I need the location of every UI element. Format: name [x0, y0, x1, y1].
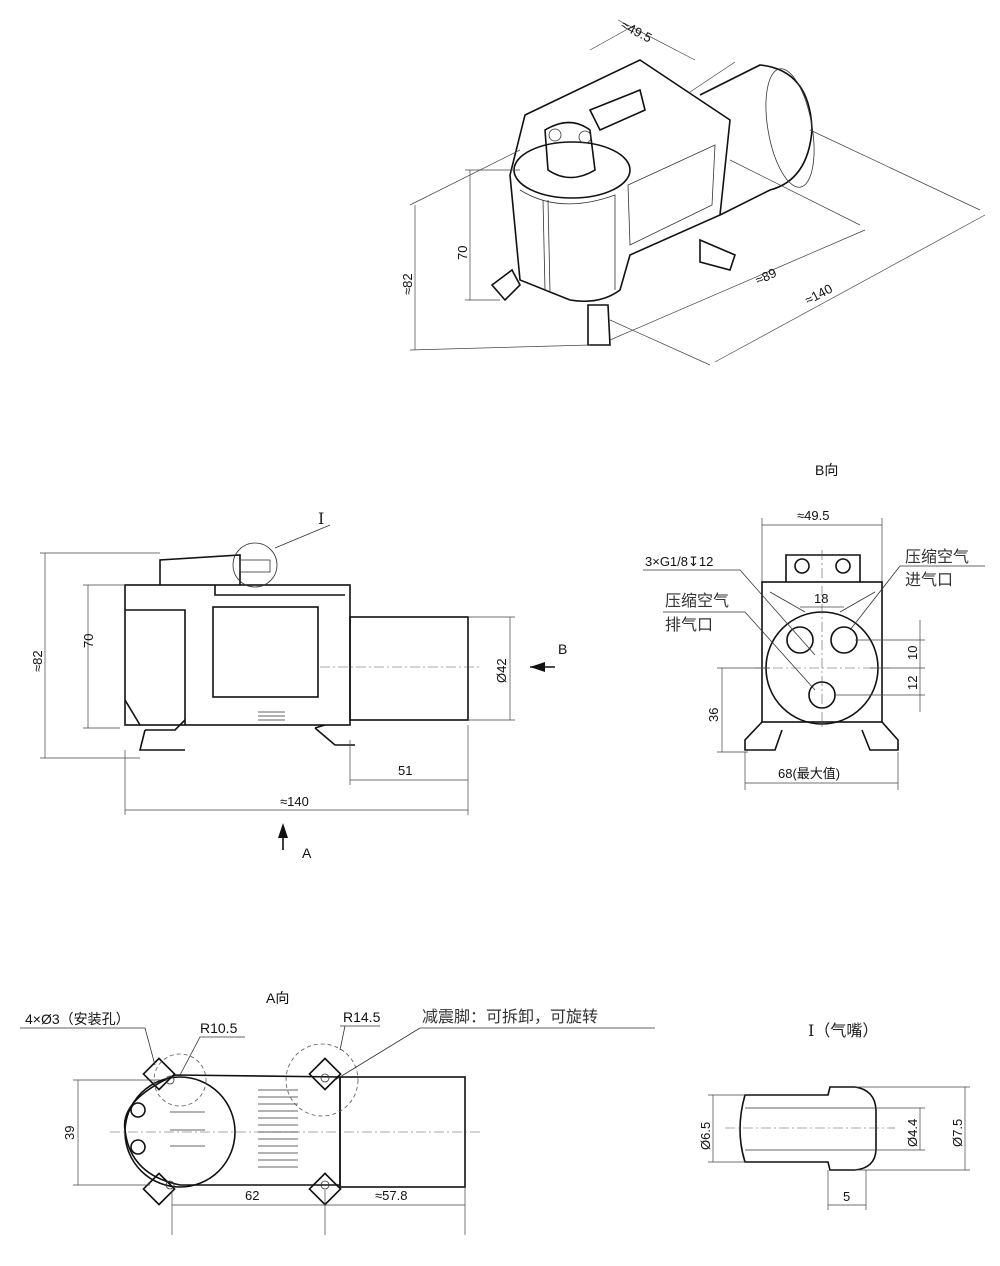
b-dim-base-width: 68(最大值): [778, 766, 840, 781]
a-dim-39: 39: [62, 1126, 77, 1140]
dim-side-height-body: 70: [81, 634, 96, 648]
inlet-label-line1: 压缩空气: [905, 547, 969, 566]
dim-height-total-label: ≈82: [400, 273, 415, 295]
inlet-label-line2: 进气口: [905, 570, 953, 589]
nozzle-detail: I（气嘴） Ø6.5 Ø4.4 Ø7.5 5: [698, 1021, 970, 1210]
radius-r10-5-label: R10.5: [200, 1020, 238, 1036]
nozzle-dim-inner: Ø4.4: [905, 1119, 920, 1147]
dim-side-height-total: ≈82: [30, 650, 45, 672]
detail-marker-i: I: [318, 509, 324, 528]
nozzle-dim-length: 5: [843, 1189, 850, 1204]
a-view: A向 4×Ø3（安装孔） R10.5 R14.5 减震脚：可拆卸，可旋转 39 …: [20, 990, 655, 1235]
view-arrow-b[interactable]: B: [558, 641, 567, 657]
dim-total-length: ≈140: [280, 794, 309, 809]
b-dim-12: 12: [905, 676, 920, 690]
feet-note-label: 减震脚：可拆卸，可旋转: [422, 1007, 598, 1026]
mount-feet: [142, 1057, 342, 1206]
b-dim-10: 10: [905, 646, 920, 660]
b-dim-36: 36: [706, 708, 721, 722]
b-dim-width: ≈49.5: [797, 508, 829, 523]
dim-height-body-label: 70: [455, 246, 470, 260]
a-dim-57-8: ≈57.8: [375, 1188, 407, 1203]
b-view-title: B向: [815, 462, 838, 478]
outlet-label-line2: 排气口: [665, 615, 713, 634]
nozzle-detail-title: I（气嘴）: [808, 1021, 878, 1040]
pump-body: [509, 59, 731, 303]
dim-width-label: ≈49.5: [619, 17, 655, 45]
nozzle-dim-barb: Ø7.5: [950, 1119, 965, 1147]
motor-cylinder: [699, 64, 813, 216]
b-dim-port-spacing: 18: [814, 591, 828, 606]
a-view-title: A向: [266, 990, 289, 1006]
b-view: B向 ≈49.5 3×G1/8↧12 压缩空气 进气口 18 压缩空气 排气口 …: [643, 462, 985, 790]
dim-motor-length: 51: [398, 763, 412, 778]
a-dim-62: 62: [245, 1188, 259, 1203]
mount-holes-label: 4×Ø3（安装孔）: [25, 1011, 130, 1027]
view-arrow-a[interactable]: A: [302, 845, 312, 861]
nozzle-dim-outer: Ø6.5: [698, 1122, 713, 1150]
radius-r14-5-label: R14.5: [343, 1009, 381, 1025]
dim-length-total-label: ≈140: [802, 281, 834, 308]
isometric-view: ≈49.5 70 ≈82 ≈89 ≈140: [400, 17, 986, 366]
dim-length-body-label: ≈89: [753, 265, 779, 288]
side-view: I 70 ≈82 Ø42 B 51 ≈140 A: [30, 509, 567, 861]
port-spec-label: 3×G1/8↧12: [645, 554, 713, 569]
outlet-label-line1: 压缩空气: [665, 591, 729, 610]
dim-motor-diameter: Ø42: [494, 658, 509, 683]
